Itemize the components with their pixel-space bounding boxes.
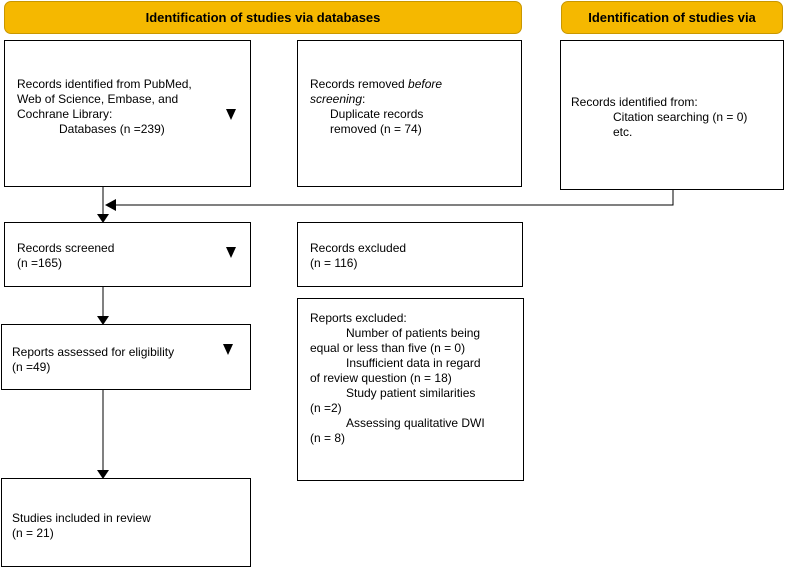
reason-4b: (n = 8) xyxy=(310,431,346,445)
records-screened-box: Records screened (n =165) xyxy=(4,222,251,287)
records-identified-box: Records identified from PubMed, Web of S… xyxy=(4,40,251,187)
records-excluded-box: Records excluded (n = 116) xyxy=(297,222,523,287)
other-methods-header: Identification of studies via xyxy=(561,1,783,34)
reason-4a: Assessing qualitative DWI xyxy=(346,416,485,430)
databases-header-label: Identification of studies via databases xyxy=(145,10,381,25)
screened-line-1: Records screened xyxy=(17,241,115,255)
assessed-line-2: (n =49) xyxy=(12,360,51,374)
arrowhead-3 xyxy=(97,470,109,479)
removed-line-4: removed (n = 74) xyxy=(330,122,422,136)
studies-included-box: Studies included in review (n = 21) xyxy=(1,478,251,567)
identified-line-3: Cochrane Library: xyxy=(17,107,113,121)
removed-line-1-text: Records removed xyxy=(310,77,409,91)
reports-assessed-box: Reports assessed for eligibility (n =49) xyxy=(1,324,251,390)
screened-line-2: (n =165) xyxy=(17,256,63,270)
reports-excluded-title: Reports excluded: xyxy=(310,311,407,325)
side-marker-3 xyxy=(223,344,233,355)
reason-2a: Insufficient data in regard xyxy=(346,356,481,370)
other-sources-line-1: Records identified from: xyxy=(571,95,698,109)
side-marker-2 xyxy=(226,247,236,258)
removed-line-3: Duplicate records xyxy=(330,107,424,121)
other-sources-line-2: Citation searching (n = 0) xyxy=(613,110,748,124)
excluded-line-1: Records excluded xyxy=(310,241,407,255)
reports-excluded-box: Reports excluded: Number of patients bei… xyxy=(297,298,524,481)
removed-colon: : xyxy=(362,92,366,106)
identified-line-1: Records identified from PubMed, xyxy=(17,77,192,91)
other-methods-header-label: Identification of studies via xyxy=(588,10,756,25)
included-line-2: (n = 21) xyxy=(12,526,54,540)
arrowhead-2 xyxy=(97,316,109,325)
reason-2b: of review question (n = 18) xyxy=(310,371,452,385)
removed-line-1: Records removed before xyxy=(310,77,521,92)
excluded-line-2: (n = 116) xyxy=(310,256,358,270)
identified-line-4: Databases (n =239) xyxy=(59,122,165,136)
assessed-line-1: Reports assessed for eligibility xyxy=(12,345,175,359)
reason-3a: Study patient similarities xyxy=(346,386,476,400)
arrow-other-to-screened xyxy=(116,190,674,206)
reason-1a: Number of patients being xyxy=(346,326,481,340)
reason-1b: equal or less than five (n = 0) xyxy=(310,341,466,355)
removed-screening-text: screening xyxy=(310,92,363,106)
records-removed-box: Records removed before screening: Duplic… xyxy=(297,40,522,187)
removed-line-2: screening: xyxy=(310,92,521,107)
side-marker-1 xyxy=(226,109,236,120)
arrowhead-4 xyxy=(105,199,116,211)
removed-before-text: before xyxy=(408,77,443,91)
identified-line-2: Web of Science, Embase, and xyxy=(17,92,179,106)
other-sources-line-3: etc. xyxy=(613,125,633,139)
other-sources-box: Records identified from: Citation search… xyxy=(560,40,784,190)
included-line-1: Studies included in review xyxy=(12,511,151,525)
databases-header: Identification of studies via databases xyxy=(4,1,522,34)
reason-3b: (n =2) xyxy=(310,401,342,415)
arrowhead-1 xyxy=(97,214,109,223)
